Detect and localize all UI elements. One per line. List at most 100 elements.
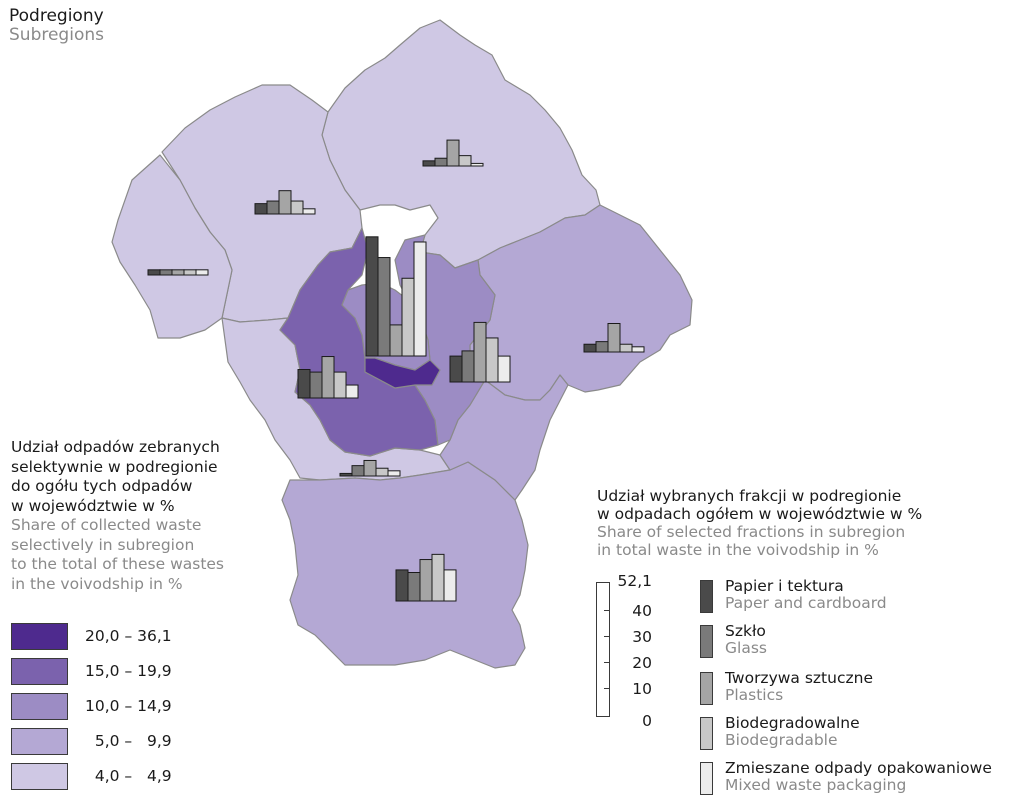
scale-tick-mark — [604, 688, 610, 689]
scale-tick: 0 — [642, 712, 652, 730]
choropleth-legend-title-pl-3: do ogółu tych odpadów — [11, 477, 193, 495]
legend-class-2: 15,0 – 19,9 — [11, 658, 391, 685]
bar-paper — [297, 368, 311, 399]
scale-tick: 20 — [632, 654, 652, 672]
fraction-label-en: Glass — [725, 639, 767, 657]
bar-paper — [449, 355, 463, 383]
legend-class-label: 10,0 – 14,9 — [85, 697, 172, 715]
bar-plastics — [419, 559, 433, 602]
bar-paper — [422, 160, 436, 167]
legend-class-label: 15,0 – 19,9 — [85, 662, 172, 680]
bar-biodegradable — [431, 553, 445, 602]
bar-mixed-packaging — [302, 208, 316, 215]
bar-legend-title-en-1: Share of selected fractions in subregion — [597, 523, 906, 541]
subregion-bar-chart — [422, 139, 484, 167]
bar-mixed-packaging — [631, 346, 645, 353]
legend-class-swatch — [11, 623, 68, 650]
legend-class-swatch — [11, 658, 68, 685]
fraction-label-pl: Zmieszane odpady opakowaniowe — [725, 759, 992, 777]
fraction-legend-mixed-packaging: Zmieszane odpady opakowaniowe Mixed wast… — [700, 760, 1014, 800]
bar-mixed-packaging — [387, 470, 401, 477]
fraction-label-pl: Szkło — [725, 622, 766, 640]
choropleth-legend-title-en-2: selectively in subregion — [11, 535, 195, 554]
subregion-bar-chart — [339, 459, 401, 477]
fraction-swatch — [700, 717, 713, 750]
bar-legend-title: Udział wybranych frakcji w podregionie w… — [597, 487, 922, 559]
bar-glass — [434, 157, 448, 167]
legend-class-swatch — [11, 693, 68, 720]
bar-glass — [461, 350, 475, 383]
legend-class-label: 20,0 – 36,1 — [85, 627, 172, 645]
bar-plastics — [278, 190, 292, 215]
fraction-label-en: Mixed waste packaging — [725, 776, 907, 794]
fraction-label-pl: Papier i tektura — [725, 577, 844, 595]
bar-paper — [395, 569, 409, 602]
subregion-bar-chart — [297, 356, 359, 399]
legend-class-4: 5,0 – 9,9 — [11, 728, 391, 755]
legend-class-swatch — [11, 728, 68, 755]
scale-tick: 10 — [632, 680, 652, 698]
fraction-swatch — [700, 625, 713, 658]
bar-plastics — [171, 269, 185, 276]
fraction-legend-paper: Papier i tektura Paper and cardboard — [700, 578, 1014, 618]
bar-plastics — [607, 322, 621, 353]
bar-biodegradable — [333, 371, 347, 399]
choropleth-legend-title-pl-2: selektywnie w podregionie — [11, 457, 218, 476]
bar-mixed-packaging — [345, 384, 359, 399]
scale-tick-max: 52,1 — [617, 572, 652, 590]
subregion-bar-chart — [254, 190, 316, 215]
fraction-legend-biodegradable: Biodegradowalne Biodegradable — [700, 715, 1014, 755]
fraction-swatch — [700, 580, 713, 613]
bar-glass — [377, 257, 391, 357]
fraction-legend-plastics: Tworzywa sztuczne Plastics — [700, 670, 1014, 710]
subregion-bar-chart — [449, 321, 511, 383]
subregion-bar-chart — [395, 553, 457, 602]
bar-paper — [254, 203, 268, 215]
scale-tick-mark — [604, 610, 610, 611]
bar-biodegradable — [401, 277, 415, 357]
bar-paper — [147, 269, 161, 276]
choropleth-legend-title-pl-4: w województwie w % — [11, 496, 175, 515]
bar-paper — [339, 472, 353, 477]
legend-class-swatch — [11, 763, 68, 790]
bar-glass — [159, 269, 173, 276]
bar-legend-title-pl-2: w odpadach ogółem w województwie w % — [597, 505, 923, 523]
bar-glass — [407, 571, 421, 602]
bar-mixed-packaging — [195, 269, 209, 276]
choropleth-legend-title-en-1: Share of collected waste — [11, 516, 202, 534]
bar-mixed-packaging — [413, 241, 427, 357]
scale-tick: 40 — [632, 602, 652, 620]
bar-biodegradable — [183, 269, 197, 276]
bar-plastics — [363, 459, 377, 477]
fraction-label-en: Biodegradable — [725, 731, 838, 749]
fraction-label-pl: Biodegradowalne — [725, 714, 860, 732]
subregion-bar-chart — [365, 236, 427, 357]
bar-plastics — [473, 321, 487, 383]
fraction-label-en: Plastics — [725, 686, 784, 704]
fraction-swatch — [700, 762, 713, 795]
bar-charts — [147, 139, 645, 602]
bar-plastics — [321, 356, 335, 399]
bar-biodegradable — [375, 467, 389, 477]
choropleth-legend-title-pl-1: Udział odpadów zebranych — [11, 438, 220, 456]
choropleth-legend-title-en-3: to the total of these wastes — [11, 555, 225, 573]
fraction-legend-glass: Szkło Glass — [700, 623, 1014, 663]
legend-class-5: 4,0 – 4,9 — [11, 763, 391, 790]
scale-tick: 30 — [632, 628, 652, 646]
bar-biodegradable — [458, 155, 472, 167]
subregion-bar-chart — [583, 322, 645, 353]
subregion-bar-chart — [147, 269, 209, 276]
legend-class-3: 10,0 – 14,9 — [11, 693, 391, 720]
bar-biodegradable — [290, 200, 304, 215]
bar-glass — [351, 465, 365, 477]
bar-mixed-packaging — [470, 162, 484, 167]
bar-biodegradable — [485, 337, 499, 383]
legend-class-1: 20,0 – 36,1 — [11, 623, 391, 650]
bar-glass — [595, 341, 609, 353]
bar-glass — [309, 371, 323, 399]
bar-plastics — [389, 324, 403, 357]
region-warsaw-city — [364, 357, 441, 389]
legend-class-label: 4,0 – 4,9 — [85, 767, 172, 785]
fraction-label-pl: Tworzywa sztuczne — [725, 669, 873, 687]
